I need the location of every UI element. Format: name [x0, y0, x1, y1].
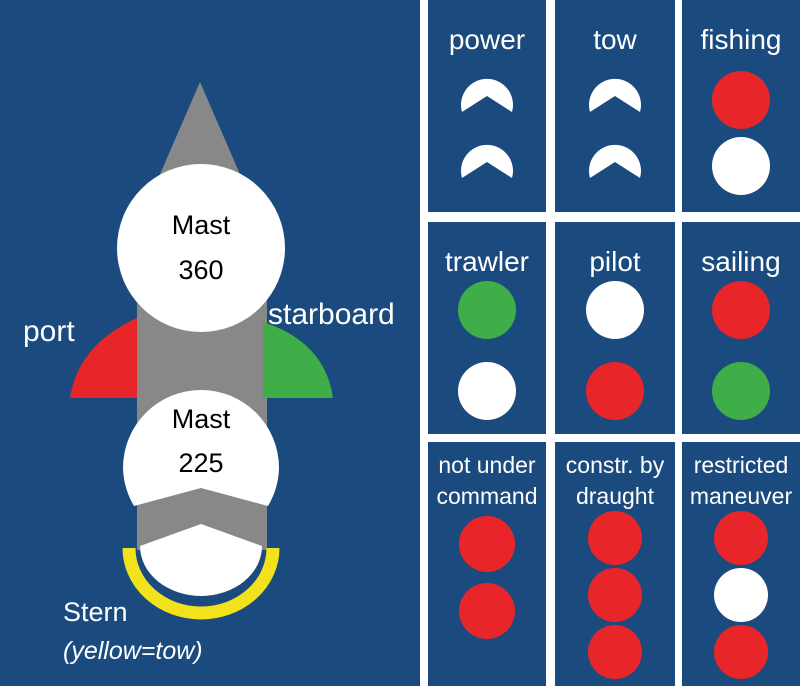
stern-light — [140, 524, 262, 596]
mast-bottom-value: 225 — [178, 448, 224, 478]
red-light — [588, 625, 642, 679]
starboard-light — [263, 322, 333, 398]
vessel-title-line: draught — [575, 483, 654, 509]
vessel-lights-grid: power tow fishing trawler pilot sailing not un… — [420, 0, 808, 686]
vessel-title-line: constr. by — [565, 452, 665, 478]
white-light — [586, 281, 644, 339]
red-light — [714, 511, 768, 565]
boat-diagram — [70, 82, 333, 620]
white-light — [458, 362, 516, 420]
vessel-cell-fishing: fishing — [682, 0, 800, 212]
green-light — [458, 281, 516, 339]
white-light — [712, 137, 770, 195]
mast-top-label: Mast — [171, 210, 231, 240]
green-light — [712, 362, 770, 420]
vessel-cell-restricted-maneuver: restricted maneuver — [682, 442, 800, 686]
vessel-cell-trawler: trawler — [428, 222, 546, 434]
red-light — [712, 71, 770, 129]
vessel-title-line: trawler — [444, 246, 529, 277]
vessel-title-line: fishing — [700, 24, 782, 55]
vessel-title-line: sailing — [701, 246, 781, 277]
vessel-title-line: command — [436, 483, 538, 509]
vessel-cell-pilot: pilot — [555, 222, 675, 434]
vessel-cell-not-under-command: not under command — [428, 442, 546, 686]
chevron-light-white — [461, 144, 513, 178]
red-light — [588, 568, 642, 622]
mast-top-value: 360 — [178, 255, 224, 285]
starboard-label: starboard — [268, 298, 395, 331]
vessel-title-line: tow — [593, 24, 637, 55]
mast-bottom-label: Mast — [171, 404, 231, 434]
white-light — [714, 568, 768, 622]
masthead-225-light — [123, 390, 279, 506]
red-light — [459, 516, 515, 572]
red-light — [586, 362, 644, 420]
vessel-title-line: restricted — [693, 452, 789, 478]
chevron-light-white — [461, 78, 513, 112]
vessel-title-line: not under — [438, 452, 536, 478]
vessel-cell-constr-by-draught: constr. by draught — [555, 442, 675, 686]
vessel-title-line: maneuver — [689, 483, 793, 509]
vessel-cell-power: power — [428, 0, 546, 212]
red-light — [714, 625, 768, 679]
chevron-light-white — [589, 78, 641, 112]
vessel-cell-tow: tow — [555, 0, 675, 212]
vessel-cell-sailing: sailing — [682, 222, 800, 434]
red-light — [459, 583, 515, 639]
stern-label: Stern — [63, 597, 128, 627]
masthead-360-light — [117, 164, 285, 332]
stern-tow-arc — [122, 547, 280, 620]
red-light — [588, 511, 642, 565]
red-light — [712, 281, 770, 339]
port-light — [70, 318, 137, 398]
chevron-light-white — [589, 144, 641, 178]
stern-note: (yellow=tow) — [63, 637, 203, 665]
vessel-title-line: power — [448, 24, 526, 55]
vessel-title-line: pilot — [589, 246, 641, 277]
port-label: port — [23, 315, 75, 348]
